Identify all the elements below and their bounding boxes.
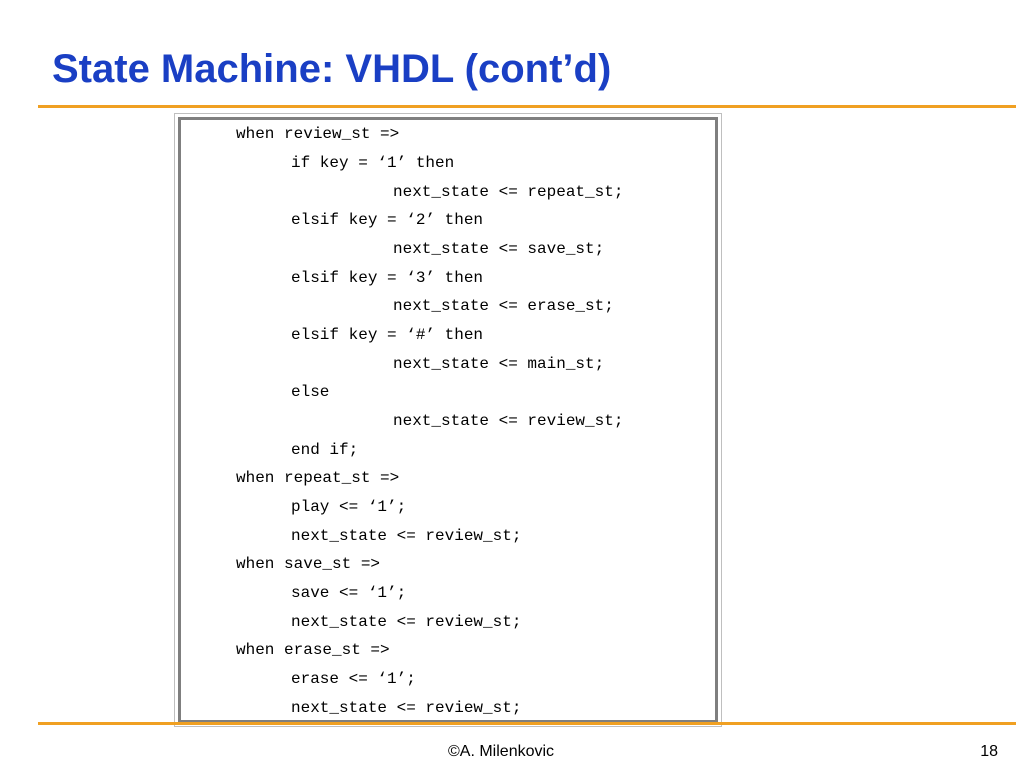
code-line: next_state <= repeat_st; [393, 183, 624, 201]
code-line: when review_st => [236, 125, 400, 143]
footer-author: ©A. Milenkovic [448, 743, 555, 760]
code-line: play <= ‘1’; [291, 498, 407, 516]
code-line: when repeat_st => [236, 469, 400, 487]
footer-divider [38, 722, 1016, 725]
code-line: else [291, 383, 330, 401]
code-frame: when review_st => if key = ‘1’ then next… [174, 113, 722, 727]
code-line: save <= ‘1’; [291, 584, 407, 602]
slide-title: State Machine: VHDL (cont’d) [52, 47, 612, 91]
code-line: end if; [291, 441, 359, 459]
code-line: elsif key = ‘2’ then [291, 211, 484, 229]
code-line: next_state <= erase_st; [393, 297, 614, 315]
code-line: next_state <= review_st; [291, 699, 522, 717]
code-line: next_state <= review_st; [291, 613, 522, 631]
code-line: next_state <= save_st; [393, 240, 605, 258]
code-line: when save_st => [236, 555, 381, 573]
code-line: next_state <= review_st; [393, 412, 624, 430]
title-divider [38, 105, 1016, 108]
code-line: next_state <= main_st; [393, 355, 605, 373]
code-line: elsif key = ‘3’ then [291, 269, 484, 287]
code-line: elsif key = ‘#’ then [291, 326, 484, 344]
code-line: erase <= ‘1’; [291, 670, 416, 688]
code-line: next_state <= review_st; [291, 527, 522, 545]
code-line: if key = ‘1’ then [291, 154, 455, 172]
page-number: 18 [980, 743, 998, 760]
code-line: when erase_st => [236, 641, 390, 659]
code-block-border: when review_st => if key = ‘1’ then next… [178, 117, 718, 723]
